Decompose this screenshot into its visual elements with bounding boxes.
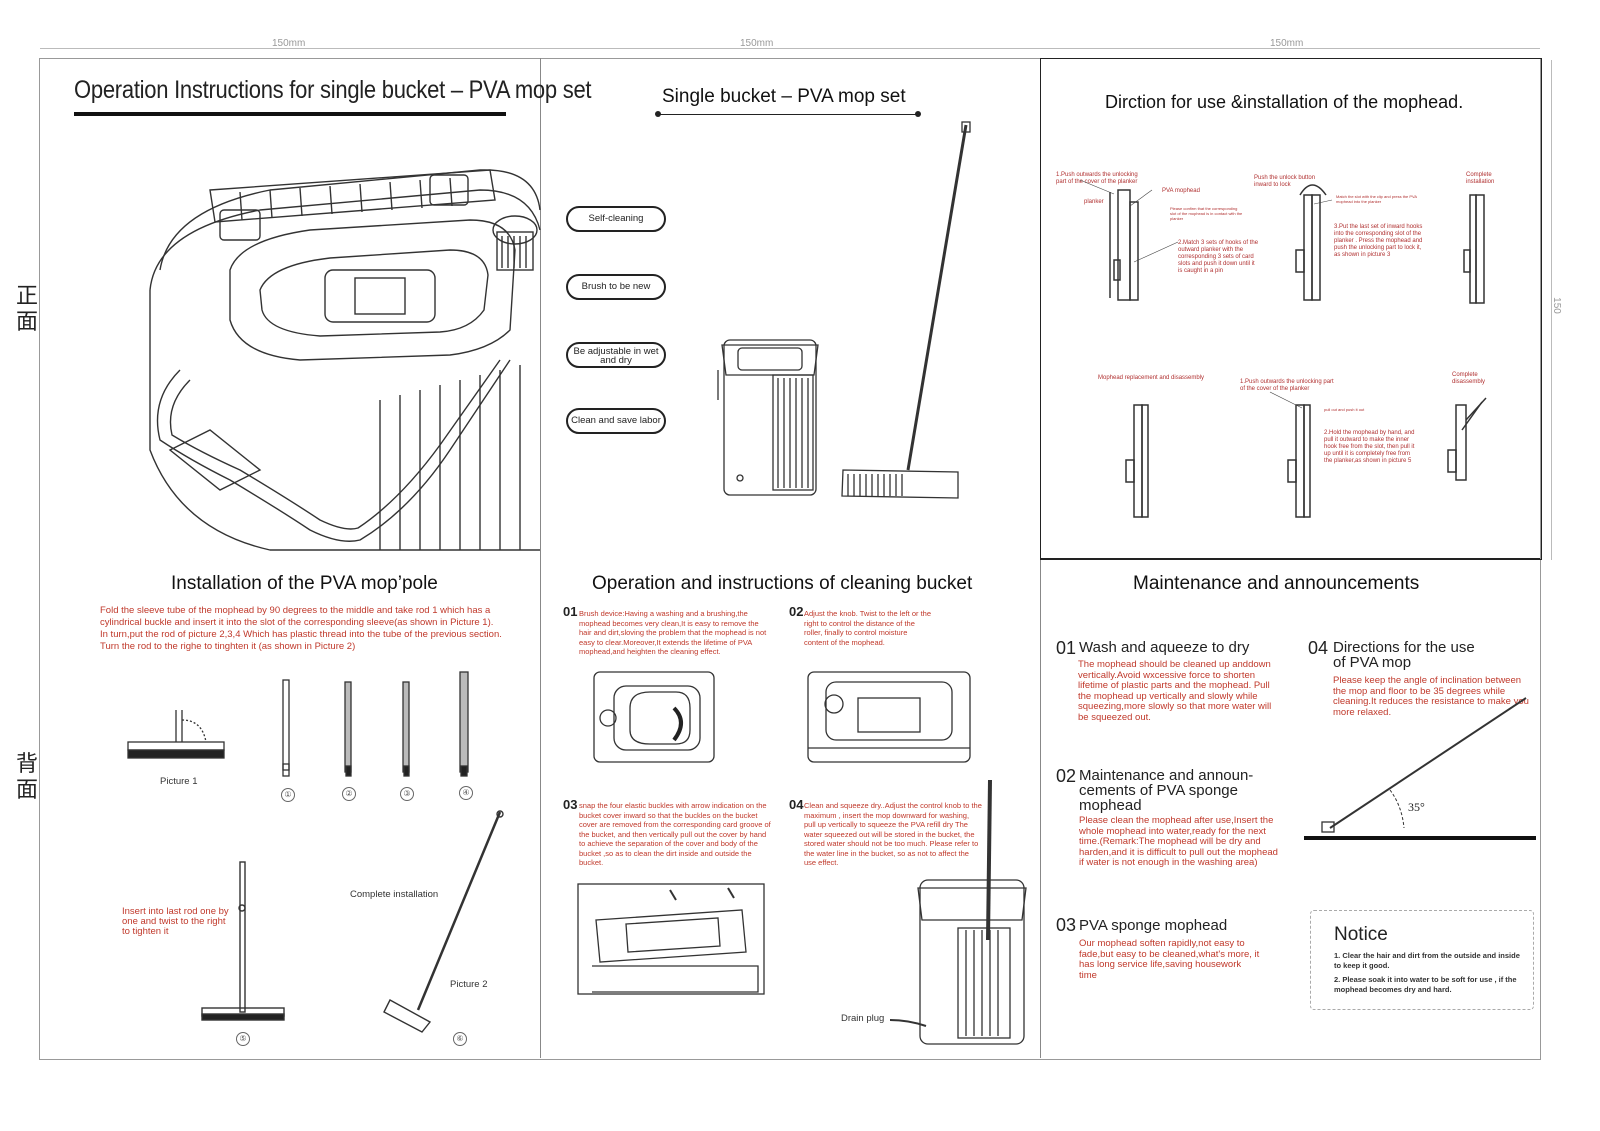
installation-line-4: Turn the rod to the righe to tinghten it… — [100, 641, 356, 652]
feature-save-labor: Clean and save labor — [566, 408, 666, 434]
bucket-closeup-illustration — [149, 169, 541, 551]
label-complete-disassembly: Complete disassembly — [1452, 372, 1486, 385]
installation-line-1: Fold the sleeve tube of the mophead by 9… — [100, 605, 491, 616]
label-match-slot: Match the slot with the clip and press t… — [1336, 194, 1417, 204]
step-03-text: snap the four elastic buckles with arrow… — [579, 801, 771, 867]
step-03-number: 03 — [563, 797, 578, 812]
dimension-height: 150 — [1550, 297, 1562, 314]
underline-dot-left — [655, 111, 661, 117]
step-01-number: 01 — [563, 604, 578, 619]
cover-removal-illustration — [577, 779, 1027, 1045]
product-title: Single bucket – PVA mop set — [662, 86, 906, 107]
notice-title: Notice — [1334, 924, 1388, 945]
mophead-steps-illustration — [1079, 179, 1487, 518]
installation-line-2: cylindrical buckle and insert it into th… — [100, 617, 494, 628]
rod-number-4: ④ — [459, 786, 473, 800]
label-push-unlock-2: 1.Push outwards the unlocking part of th… — [1240, 379, 1334, 392]
step-04-number: 04 — [789, 797, 804, 812]
feature-self-cleaning: Self-cleaning — [566, 206, 666, 232]
feature-brush-new: Brush to be new — [566, 274, 666, 300]
maint-02-number: 02 — [1056, 766, 1077, 786]
notice-item-2: 2. Please soak it into water to be soft … — [1334, 975, 1517, 994]
dimension-line-right — [1551, 60, 1552, 560]
feature-adjustable: Be adjustable in wet and dry — [566, 342, 666, 368]
row-divider-right — [1040, 558, 1540, 559]
maint-04-heading: Directions for the use of PVA mop — [1333, 639, 1475, 671]
dimension-line-top — [40, 48, 1540, 49]
maint-01-heading: Wash and aqueeze to dry — [1079, 639, 1250, 656]
rod-number-5: ⑤ — [236, 1032, 250, 1046]
angle-label: 35° — [1408, 800, 1425, 814]
rod-parts-illustration — [127, 671, 469, 777]
maint-03-text: Our mophead soften rapidly,not easy to f… — [1079, 938, 1260, 981]
label-match-hooks: 2.Match 3 sets of hooks of the outward p… — [1178, 240, 1259, 274]
label-planker: planker — [1084, 199, 1104, 205]
step-04-text: Clean and squeeze dry..Adjust the contro… — [804, 801, 982, 867]
product-title-underline — [658, 114, 918, 115]
bucket-and-mop-illustration — [717, 121, 971, 499]
rod-number-6: ⑥ — [453, 1032, 467, 1046]
rod-number-3: ③ — [400, 787, 414, 801]
rod-number-1: ① — [281, 788, 295, 802]
maint-04-text: Please keep the angle of inclination bet… — [1333, 675, 1529, 718]
main-title-underline — [74, 112, 506, 116]
picture1-label: Picture 1 — [160, 776, 198, 787]
dimension-col1: 150mm — [272, 38, 306, 49]
maint-03-number: 03 — [1056, 915, 1077, 935]
label-replacement: Mophead replacement and disassembly — [1098, 375, 1205, 381]
brush-and-knob-illustration — [593, 671, 971, 763]
step-02-text: Adjust the knob. Twist to the left or th… — [804, 609, 932, 647]
side-label-back: 背 面 — [16, 752, 39, 803]
main-title: Operation Instructions for single bucket… — [74, 76, 592, 104]
picture2-label: Picture 2 — [450, 979, 488, 990]
rod-number-2: ② — [342, 787, 356, 801]
label-hold-mophead: 2.Hold the mophead by hand, and pull it … — [1324, 430, 1415, 464]
maint-01-text: The mophead should be cleaned up anddown… — [1078, 659, 1272, 723]
insert-rod-label: Insert into last rod one by one and twis… — [122, 906, 229, 937]
dimension-col2: 150mm — [740, 38, 774, 49]
bucket-title: Operation and instructions of cleaning b… — [592, 573, 973, 594]
maint-02-heading: Maintenance and announ-cements of PVA sp… — [1079, 767, 1254, 814]
drain-plug-label: Drain plug — [841, 1013, 885, 1024]
step-01-text: Brush device:Having a washing and a brus… — [579, 609, 767, 656]
maint-03-heading: PVA sponge mophead — [1079, 917, 1228, 934]
installation-title: Installation of the PVA mop’pole — [171, 573, 438, 594]
maint-01-number: 01 — [1056, 638, 1077, 658]
label-push-unlock-1: 1.Push outwards the unlocking part of th… — [1056, 172, 1138, 185]
underline-dot-right — [915, 111, 921, 117]
notice-item-1: 1. Clear the hair and dirt from the outs… — [1334, 951, 1520, 970]
label-pva-mophead: PVA mophead — [1162, 188, 1200, 194]
label-pull-out: pull out and push it out — [1324, 407, 1365, 412]
maint-04-number: 04 — [1308, 638, 1329, 658]
maint-02-text: Please clean the mophead after use,Inser… — [1079, 815, 1278, 868]
complete-installation-label: Complete installation — [350, 889, 439, 900]
label-complete-installation: Complete installation — [1466, 172, 1495, 185]
label-put-last-set: 3.Put the last set of inward hooks into … — [1334, 224, 1423, 258]
label-push-unlock-button: Push the unlock button inward to lock — [1254, 175, 1316, 188]
mop-angle-illustration — [1304, 697, 1536, 840]
mophead-direction-panel — [1040, 58, 1542, 560]
label-please-confirm: Please confirm that the corresponding sl… — [1170, 206, 1243, 221]
maintenance-title: Maintenance and announcements — [1133, 573, 1420, 594]
notice-box — [1310, 910, 1534, 1010]
assembled-mop-illustration — [201, 810, 504, 1033]
mophead-direction-title: Dirction for use &installation of the mo… — [1105, 92, 1464, 112]
installation-line-3: In turn,put the rod of picture 2,3,4 Whi… — [100, 629, 502, 640]
step-02-number: 02 — [789, 604, 804, 619]
side-label-front: 正 面 — [16, 284, 39, 335]
column-divider-1 — [540, 58, 541, 1058]
dimension-col3: 150mm — [1270, 38, 1304, 49]
